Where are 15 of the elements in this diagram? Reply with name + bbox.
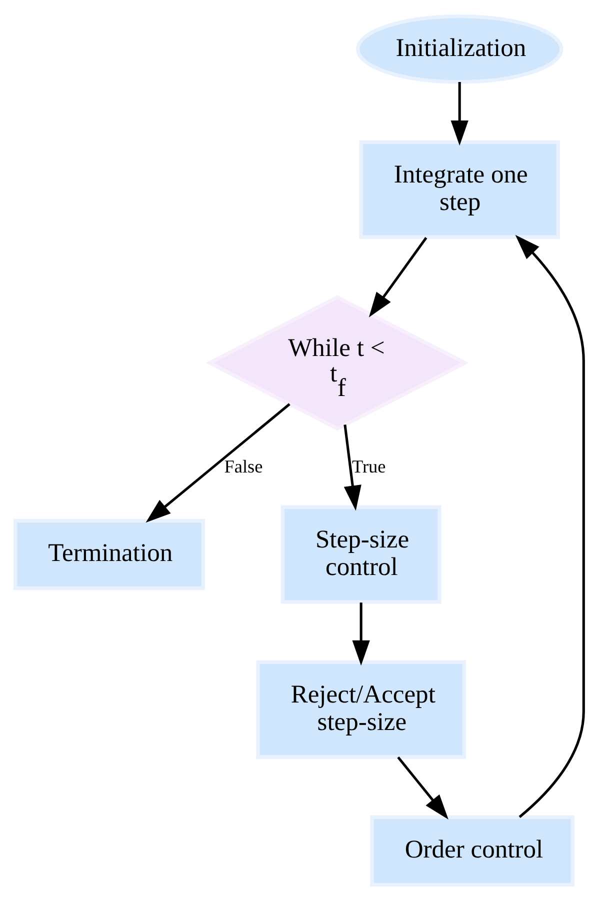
node-box: Termination <box>14 518 206 590</box>
arrow <box>344 424 362 510</box>
arrow <box>450 82 468 146</box>
node-box: Order control <box>370 814 575 886</box>
arrow <box>397 756 448 820</box>
node-box: Integrate one step <box>359 140 560 238</box>
node-ellipse: Initialization <box>356 14 564 84</box>
arrow <box>368 236 428 317</box>
arrow <box>352 602 370 666</box>
node-box: Step-size control <box>280 504 442 604</box>
node-box: Reject/Accept step-size <box>256 660 466 758</box>
edge-label: False <box>224 456 263 476</box>
arrow <box>146 402 290 522</box>
edge-label: True <box>352 456 386 476</box>
arrow <box>515 234 585 818</box>
